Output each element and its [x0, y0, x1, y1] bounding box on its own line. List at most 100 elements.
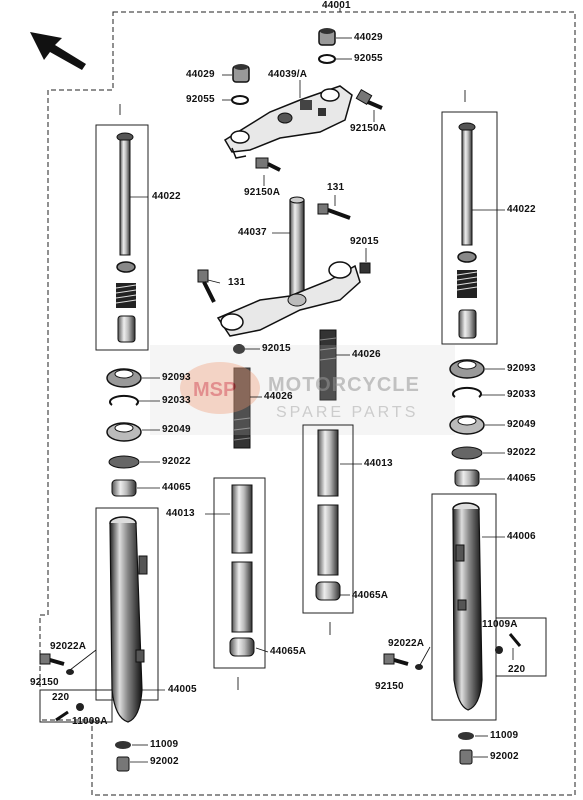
nut-92015-right [359, 262, 371, 274]
washer-92022a-left [66, 669, 74, 675]
fork-tube-center-left [233, 367, 251, 449]
label-92015-center: 92015 [262, 343, 291, 354]
label-92049-right: 92049 [507, 419, 536, 430]
seal-92049-left [106, 422, 142, 442]
damper-rod-left [116, 132, 134, 256]
label-92055-left: 92055 [186, 94, 215, 105]
label-131-left: 131 [228, 277, 246, 288]
label-92055-top: 92055 [354, 53, 383, 64]
clip-92033-left [109, 394, 139, 406]
label-92150a-right: 92150A [350, 123, 387, 134]
label-11009-left: 11009 [150, 739, 179, 750]
washer-92022-left [108, 455, 140, 469]
bolt-131-left [197, 269, 216, 303]
label-131-top: 131 [327, 182, 345, 193]
washer-92022a-right [415, 664, 423, 670]
gasket-11009-right [458, 732, 474, 740]
label-92022a-left: 92022A [50, 641, 87, 652]
leader-lines [69, 37, 514, 763]
cap-nut-top [318, 28, 336, 46]
cap-nut-left [232, 64, 250, 83]
label-44026-right: 44026 [352, 349, 381, 360]
label-44065-left: 44065 [162, 482, 191, 493]
seal-92093-right [449, 359, 485, 379]
bolt-92150a-right [355, 88, 383, 110]
label-44013-left: 44013 [166, 508, 195, 519]
label-44029-left: 44029 [186, 69, 215, 80]
bolt-92150-right [383, 653, 409, 666]
label-44005: 44005 [168, 684, 197, 695]
label-44013-right: 44013 [364, 458, 393, 469]
label-92093-right: 92093 [507, 363, 536, 374]
label-44065-right: 44065 [507, 473, 536, 484]
label-44039a: 44039/A [268, 69, 308, 80]
bolt-131-top [317, 203, 351, 220]
bolt-92150-left [39, 653, 65, 666]
label-92093-left: 92093 [162, 372, 191, 383]
outer-tube-box-right [431, 493, 497, 721]
label-92033-left: 92033 [162, 395, 191, 406]
seal-92049-right [449, 415, 485, 435]
washer-92055-left [231, 95, 249, 105]
watermark-logo: MSP [150, 345, 455, 435]
gasket-11009-left [115, 741, 131, 749]
spacer-left [117, 315, 136, 343]
bushing-44065-left [111, 479, 137, 497]
label-92022-right: 92022 [507, 447, 536, 458]
label-92022a-right: 92022A [388, 638, 425, 649]
upper-bracket [223, 85, 353, 159]
inner-tube-left [231, 484, 253, 633]
label-44022-right: 44022 [507, 204, 536, 215]
steering-stem [216, 196, 361, 337]
washer-92022-right [451, 446, 483, 460]
fork-tube-center-right [319, 329, 337, 401]
label-44022-left: 44022 [152, 191, 181, 202]
label-44065a-left: 44065A [270, 646, 307, 657]
small-parts-box-right [495, 617, 547, 677]
label-92002-left: 92002 [150, 756, 179, 767]
label-assembly-44001: 44001 [322, 0, 351, 11]
seal-92093-left [106, 368, 142, 388]
spring-right [456, 270, 478, 298]
pin-220-right [508, 633, 522, 647]
bushing-44065a-right [315, 581, 341, 601]
spring-left [115, 283, 137, 308]
outer-tube-right [452, 502, 483, 711]
ring-left-upper [116, 261, 136, 273]
ring-right-upper [457, 251, 477, 263]
nut-92015-center [233, 344, 245, 354]
label-92150-right: 92150 [375, 681, 404, 692]
watermark-sub: SPARE PARTS [276, 404, 419, 421]
screw-11009a-left [76, 703, 84, 711]
clip-92033-right [452, 386, 482, 398]
label-44065a-right: 44065A [352, 590, 389, 601]
label-220-left: 220 [52, 692, 70, 703]
watermark-brand: MOTORCYCLE [268, 374, 420, 396]
label-11009-right: 11009 [490, 730, 519, 741]
label-11009a-right: 11009A [482, 619, 518, 630]
damper-rod-right [458, 122, 476, 246]
outer-tube-left [109, 516, 148, 723]
drain-bolt-92002-left [116, 756, 130, 772]
inner-tube-right [317, 429, 339, 576]
bolt-92150a-center [255, 157, 281, 172]
spacer-right [458, 309, 477, 339]
assembly-boundary [39, 11, 576, 796]
screw-11009a-right [495, 646, 503, 654]
label-44026-left: 44026 [264, 391, 293, 402]
fork-spring-box-left [95, 124, 149, 351]
label-92150-left: 92150 [30, 677, 59, 688]
watermark-logo-text: MSP [193, 379, 236, 401]
small-parts-box-left [39, 689, 113, 723]
pin-220-left [55, 710, 69, 722]
label-44037: 44037 [238, 227, 267, 238]
label-92002-right: 92002 [490, 751, 519, 762]
fork-spring-box-right [441, 111, 498, 345]
label-92150a-center: 92150A [244, 187, 281, 198]
direction-arrow-icon [30, 32, 86, 70]
label-92022-left: 92022 [162, 456, 191, 467]
label-44029-top: 44029 [354, 32, 383, 43]
label-220-right: 220 [508, 664, 526, 675]
bushing-44065a-left [229, 637, 255, 657]
